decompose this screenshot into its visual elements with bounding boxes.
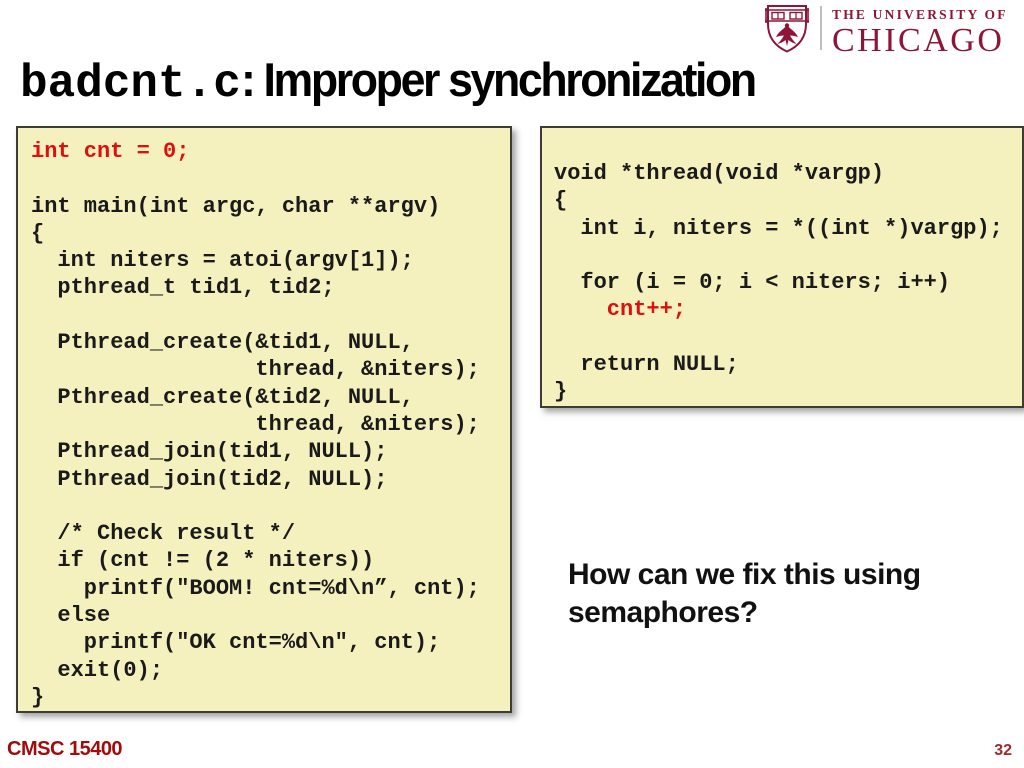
code-line: for (i = 0; i < niters; i++) [554,270,951,296]
code-line: /* Check result */ [31,521,296,547]
code-line: { [554,188,568,214]
code-line: return NULL; [554,352,739,378]
code-line: thread, &niters); [31,411,480,437]
code-line: int i, niters = *((int *)vargp); [554,215,1003,241]
uchicago-crest-icon [765,5,809,53]
logo-text: THE UNIVERSITY OF CHICAGO [832,7,1008,58]
code-line [554,324,1016,351]
slide-title-text-part: : Improper synchronization [240,53,757,106]
slide-title-code-part: badcnt.c [20,58,241,110]
code-line [31,165,502,192]
code-line [31,493,502,520]
code-line: int niters = atoi(argv[1]); [31,248,414,274]
code-line: Pthread_create(&tid2, NULL, [31,384,414,410]
code-line: printf("BOOM! cnt=%d\n”, cnt); [31,575,480,601]
code-line: Pthread_create(&tid1, NULL, [31,330,414,356]
code-box-thread: void *thread(void *vargp){ int i, niters… [540,126,1024,408]
question-text: How can we fix this using semaphores? [568,558,921,629]
code-line: thread, &niters); [31,357,480,383]
logo-divider [820,6,822,50]
page-number: 32 [994,742,1012,759]
code-line: int cnt = 0; [31,139,190,164]
code-line: cnt++; [554,297,687,323]
code-box-main: int cnt = 0; int main(int argc, char **a… [16,126,512,713]
code-line [31,302,502,329]
code-line: pthread_t tid1, tid2; [31,275,335,301]
code-line: else [31,603,111,629]
code-line: int main(int argc, char **argv) [31,193,441,219]
code-line: printf("OK cnt=%d\n", cnt); [31,630,441,656]
code-line: void *thread(void *vargp) [554,161,885,186]
code-line: } [554,379,568,405]
code-line: if (cnt != (2 * niters)) [31,548,375,574]
university-logo: THE UNIVERSITY OF CHICAGO [758,0,1024,58]
code-line: } [31,684,45,710]
code-line [554,242,1016,269]
code-line: { [31,220,45,246]
code-line: Pthread_join(tid2, NULL); [31,466,388,492]
slide-title: badcnt.c: Improper synchronization [20,52,782,110]
logo-chicago: CHICAGO [832,22,1005,59]
course-label: CMSC 15400 [7,738,123,760]
code-line: Pthread_join(tid1, NULL); [31,439,388,465]
logo-university-of: THE UNIVERSITY OF [832,7,1008,22]
code-line: exit(0); [31,657,164,683]
